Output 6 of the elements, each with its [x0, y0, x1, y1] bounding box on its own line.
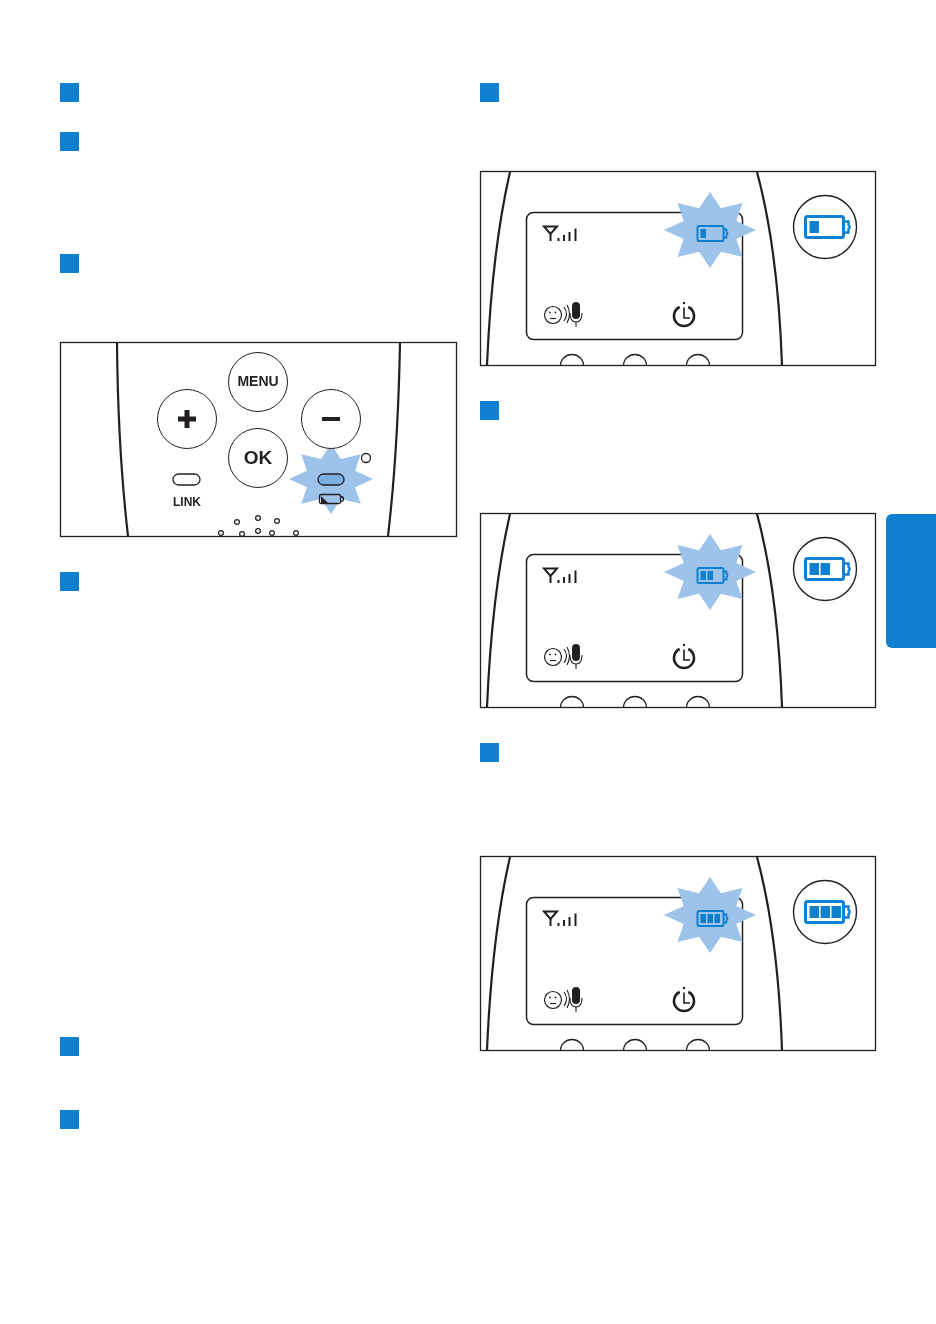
- button-label: LINK: [173, 496, 201, 508]
- device-button: [301, 389, 361, 449]
- section-tab: [886, 514, 936, 648]
- device-button: [157, 389, 217, 449]
- device-button: OK: [228, 428, 288, 488]
- device-button: MENU: [228, 352, 288, 412]
